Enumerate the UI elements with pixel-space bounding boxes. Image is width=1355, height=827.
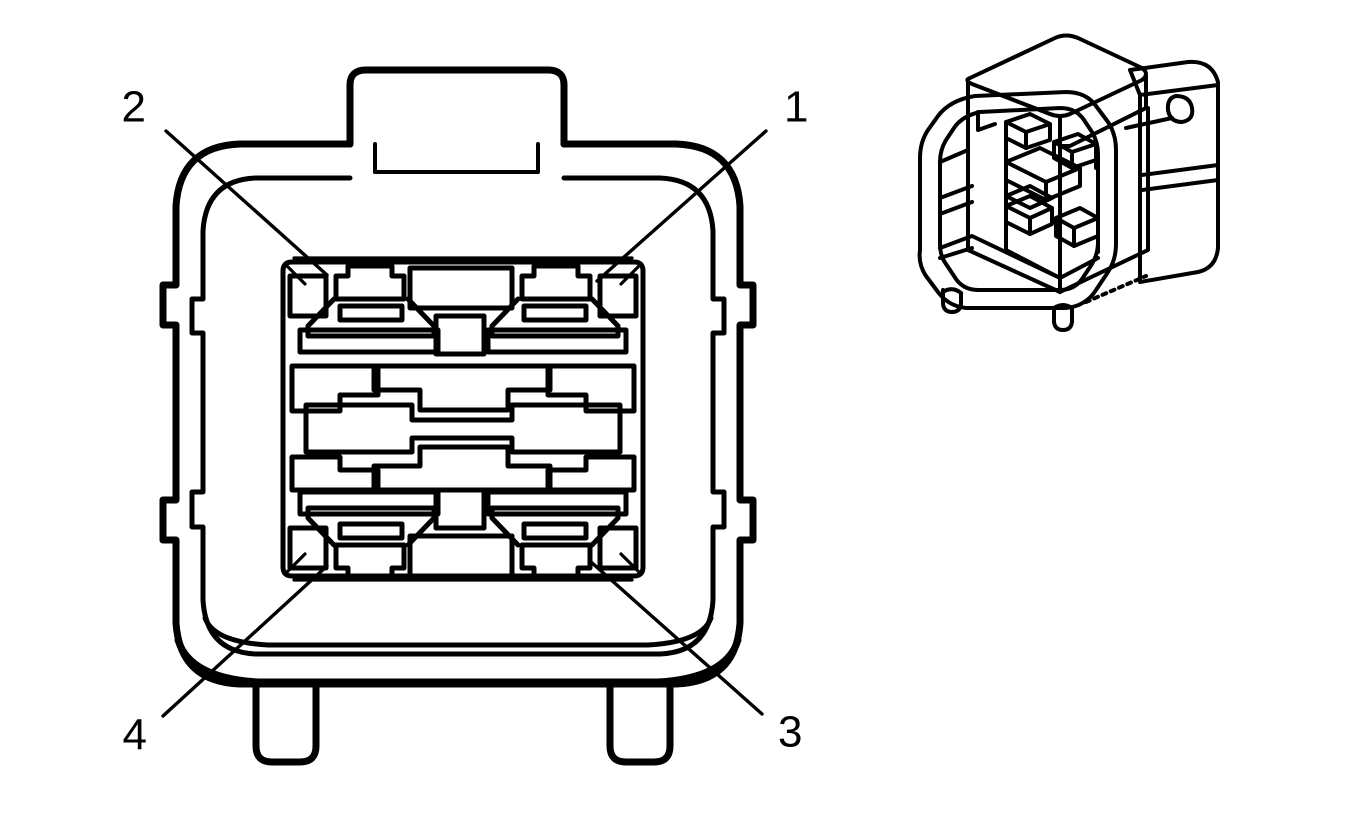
callout-4-leader bbox=[161, 564, 329, 718]
relay-rear-body-seam-2 bbox=[1140, 178, 1220, 192]
lower-left-terminal-flare bbox=[305, 505, 437, 548]
upper-right-terminal-slot bbox=[521, 303, 589, 323]
middle-central-plate bbox=[303, 402, 623, 455]
lower-right-terminal-slot bbox=[521, 521, 589, 541]
middle-left-outer-lower bbox=[289, 454, 381, 493]
middle-right-outer-lower bbox=[545, 454, 637, 493]
upper-right-terminal-blade bbox=[519, 263, 593, 302]
relay-blade-upper-left-edge bbox=[1004, 120, 1052, 150]
lower-right-terminal-base bbox=[485, 489, 629, 517]
lower-left-terminal-slot bbox=[337, 521, 405, 541]
relay-body-right-face bbox=[1058, 106, 1150, 294]
lower-left-corner-square bbox=[287, 525, 329, 571]
center-top-window bbox=[407, 265, 515, 311]
relay-rear-body bbox=[1128, 59, 1220, 284]
relay-shroud-rib-upper bbox=[938, 80, 970, 164]
relay-rear-detail-line bbox=[1124, 116, 1174, 130]
connector-outer-housing bbox=[159, 140, 757, 688]
housing-shelf-line-lower bbox=[174, 636, 742, 686]
connector-face-view bbox=[159, 66, 757, 766]
mounting-leg-left bbox=[252, 680, 320, 766]
relay-shroud-rib-left bbox=[938, 184, 974, 200]
relay-isometric-view bbox=[917, 33, 1220, 332]
relay-foot-center bbox=[1052, 306, 1074, 332]
chamfer-bottom-right bbox=[619, 552, 641, 574]
relay-rear-body-seam bbox=[1140, 163, 1220, 177]
lower-right-terminal-flare bbox=[489, 505, 621, 548]
relay-rear-latch-loop bbox=[1165, 94, 1195, 124]
center-middle-section bbox=[289, 363, 637, 493]
chamfer-bottom-left bbox=[285, 552, 307, 574]
center-top-small-square bbox=[433, 313, 487, 357]
connector-inner-housing bbox=[189, 175, 727, 657]
middle-right-outer bbox=[545, 363, 637, 414]
relay-shroud-rib-lower bbox=[938, 234, 1062, 280]
relay-shroud-inner bbox=[938, 106, 1100, 292]
relay-shroud-notch-upper bbox=[976, 110, 997, 132]
lower-right-terminal bbox=[485, 489, 639, 581]
callout-4-label: 4 bbox=[123, 711, 147, 760]
lower-right-terminal-blade bbox=[519, 542, 593, 581]
terminal-block-frame bbox=[280, 259, 646, 579]
relay-shroud-lower-shelf bbox=[938, 246, 974, 260]
callout-2-leader bbox=[164, 129, 329, 277]
callout-3-label: 3 bbox=[778, 708, 802, 757]
chamfer-top-left bbox=[285, 264, 307, 286]
lower-left-terminal-base bbox=[297, 489, 441, 517]
upper-right-corner-square bbox=[597, 273, 639, 319]
upper-left-corner-square bbox=[287, 273, 329, 319]
callout-1-label: 1 bbox=[784, 83, 808, 132]
relay-blade-base-shelf bbox=[1004, 248, 1100, 280]
relay-rear-body-edge bbox=[1138, 83, 1220, 97]
top-latch-tab-inner bbox=[373, 142, 540, 174]
relay-blade-lower-left-edge bbox=[1004, 204, 1054, 236]
upper-left-terminal-flare bbox=[305, 296, 437, 339]
upper-right-terminal-base bbox=[485, 327, 629, 355]
upper-right-terminal-flare bbox=[489, 296, 621, 339]
relay-foot-left bbox=[941, 288, 963, 314]
center-bottom-small-square bbox=[433, 487, 487, 531]
upper-left-terminal-slot bbox=[337, 303, 405, 323]
callout-2-label: 2 bbox=[122, 83, 146, 132]
callout-3-leader bbox=[589, 560, 764, 716]
upper-left-terminal-blade bbox=[333, 263, 407, 302]
central-terminal-block bbox=[280, 256, 646, 582]
relay-blade-lower-right-edge bbox=[1054, 216, 1100, 248]
upper-left-terminal-base bbox=[297, 327, 441, 355]
chamfer-top-right bbox=[619, 264, 641, 286]
relay-foot-left-top bbox=[941, 287, 963, 295]
relay-bottom-dotted-edge bbox=[1084, 274, 1148, 304]
relay-blade-mid-left bbox=[1004, 184, 1054, 210]
lower-right-corner-square bbox=[597, 525, 639, 571]
relay-blade-riser-right bbox=[1094, 158, 1100, 254]
mounting-leg-right bbox=[606, 680, 674, 766]
callouts-layer: 1 2 3 4 bbox=[122, 83, 809, 760]
housing-shelf-line-upper bbox=[202, 615, 714, 648]
relay-foot-center-top bbox=[1052, 303, 1074, 310]
relay-shroud-outer bbox=[917, 90, 1118, 310]
callout-1-leader bbox=[595, 129, 768, 283]
relay-top-cap bbox=[965, 33, 1148, 118]
center-bottom-window bbox=[407, 533, 515, 579]
relay-terminal-blades bbox=[1004, 112, 1100, 280]
top-latch-tab-outer bbox=[346, 66, 568, 148]
upper-right-terminal bbox=[485, 263, 639, 355]
relay-shroud-rib-left2 bbox=[938, 200, 974, 216]
lower-left-terminal-blade bbox=[333, 542, 407, 581]
